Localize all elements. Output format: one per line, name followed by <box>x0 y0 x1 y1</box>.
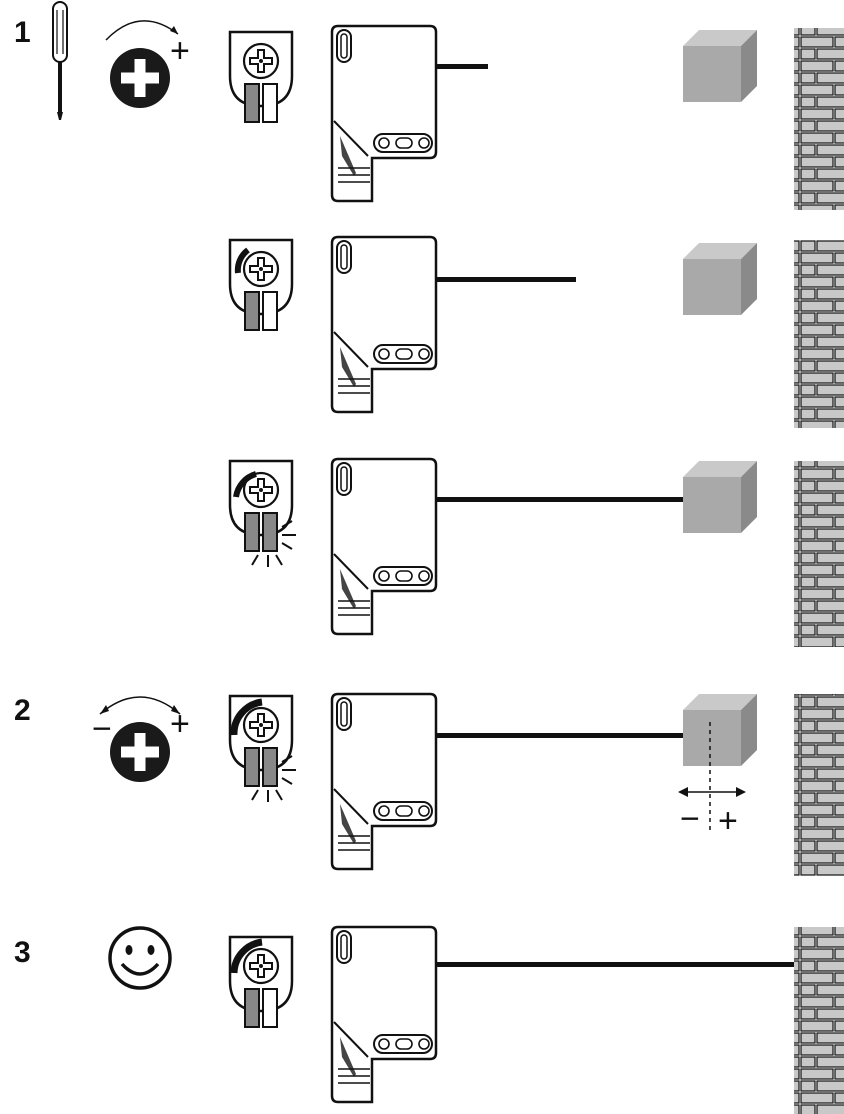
potentiometer-icon <box>228 238 294 332</box>
step-3: 3 <box>14 925 844 1114</box>
sensor-icon <box>330 925 438 1104</box>
plus-sign: + <box>170 705 190 743</box>
tolerance-minus: − <box>680 800 700 838</box>
object-cube-icon <box>683 694 757 766</box>
step-number: 2 <box>14 694 31 727</box>
object-cube-icon <box>683 30 757 102</box>
light-beam <box>436 277 576 282</box>
step-1-detect <box>228 457 844 647</box>
potentiometer-led-lit-icon <box>228 459 298 569</box>
object-cube-icon <box>683 461 757 533</box>
step-number: 1 <box>14 16 31 49</box>
sensor-icon <box>330 24 438 203</box>
plus-sign: + <box>170 32 190 70</box>
brick-wall-icon <box>794 240 844 428</box>
sensor-icon <box>330 235 438 414</box>
potentiometer-icon <box>228 30 294 124</box>
adjustment-knob-icon <box>110 722 170 782</box>
tolerance-plus: + <box>718 802 738 840</box>
minus-sign: − <box>92 710 112 748</box>
step-2: 2 − + − + <box>14 692 844 876</box>
light-beam <box>436 64 488 69</box>
step-number: 3 <box>14 936 31 969</box>
object-cube-icon <box>683 243 757 315</box>
brick-wall-icon <box>794 694 844 876</box>
sensor-icon <box>330 692 438 871</box>
light-beam <box>436 733 708 738</box>
step-1-turn <box>228 235 844 428</box>
brick-wall-icon <box>794 927 844 1114</box>
sensor-icon <box>330 457 438 636</box>
light-beam <box>436 962 800 967</box>
light-beam <box>436 497 708 502</box>
smiley-face-icon <box>108 926 172 990</box>
adjustment-knob-icon <box>110 48 170 108</box>
brick-wall-icon <box>794 28 844 210</box>
rotate-arrow-icon <box>105 20 179 41</box>
brick-wall-icon <box>794 461 844 647</box>
step-1: 1 + <box>14 1 844 210</box>
screwdriver-icon <box>52 1 68 120</box>
